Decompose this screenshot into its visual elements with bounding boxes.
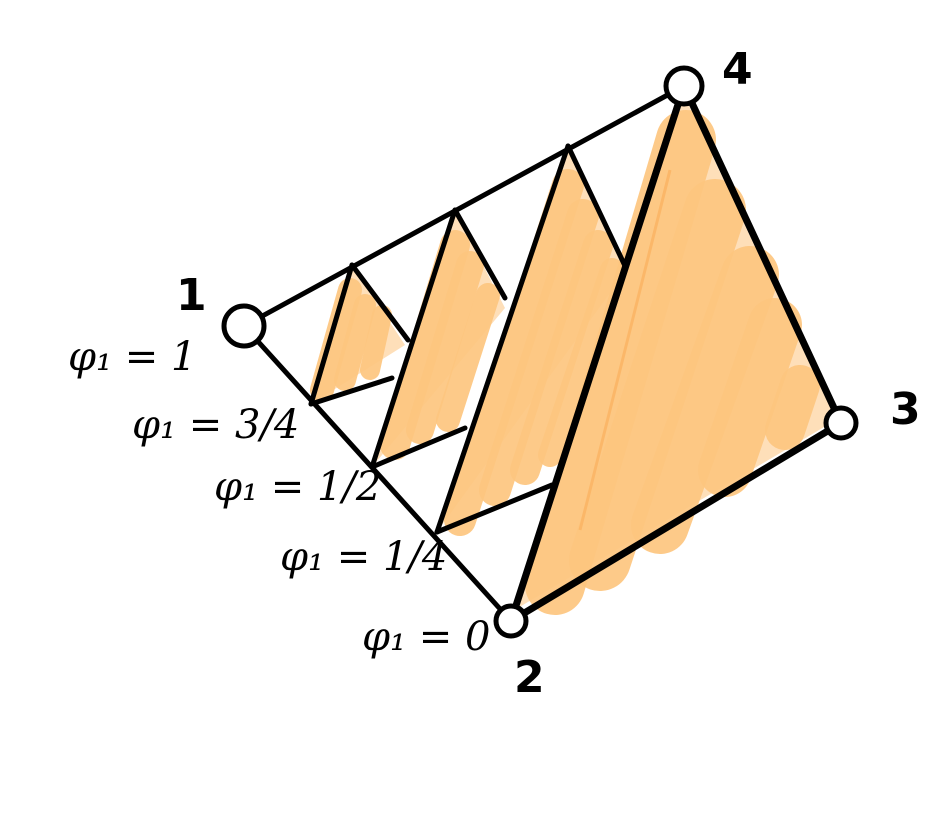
label-phi-0: φ₁ = 0	[362, 614, 490, 660]
node-2-label: 2	[514, 652, 545, 703]
slice-fill-phi-0	[511, 95, 836, 615]
label-phi-1-4: φ₁ = 1/4	[280, 534, 447, 580]
node-4-circle	[663, 65, 705, 107]
node-2-circle	[493, 603, 529, 639]
node-1-circle	[221, 303, 267, 349]
tetrahedron-edges	[241, 82, 845, 625]
slice-fill-phi-3-4	[310, 265, 405, 404]
edge-4-3	[680, 82, 845, 427]
edge-1-4	[241, 83, 687, 329]
slice-outline-phi-3-4	[308, 262, 411, 407]
edge-4-2	[507, 82, 688, 625]
label-phi-1: φ₁ = 1	[68, 334, 196, 380]
node-3-circle	[823, 405, 859, 441]
edge-1-2	[241, 323, 514, 624]
slice-fill-phi-1-2	[372, 210, 505, 467]
slice-fill-phi-1-4	[437, 146, 628, 536]
label-phi-3-4: φ₁ = 3/4	[132, 402, 299, 448]
edge-2-3	[507, 419, 845, 625]
node-3-label: 3	[890, 384, 921, 435]
label-phi-1-2: φ₁ = 1/2	[214, 464, 381, 510]
slice-outline-phi-1-4	[434, 143, 629, 535]
node-4-label: 4	[722, 44, 753, 95]
slice-outline-phi-1-2	[369, 207, 508, 470]
node-1-label: 1	[176, 270, 207, 321]
